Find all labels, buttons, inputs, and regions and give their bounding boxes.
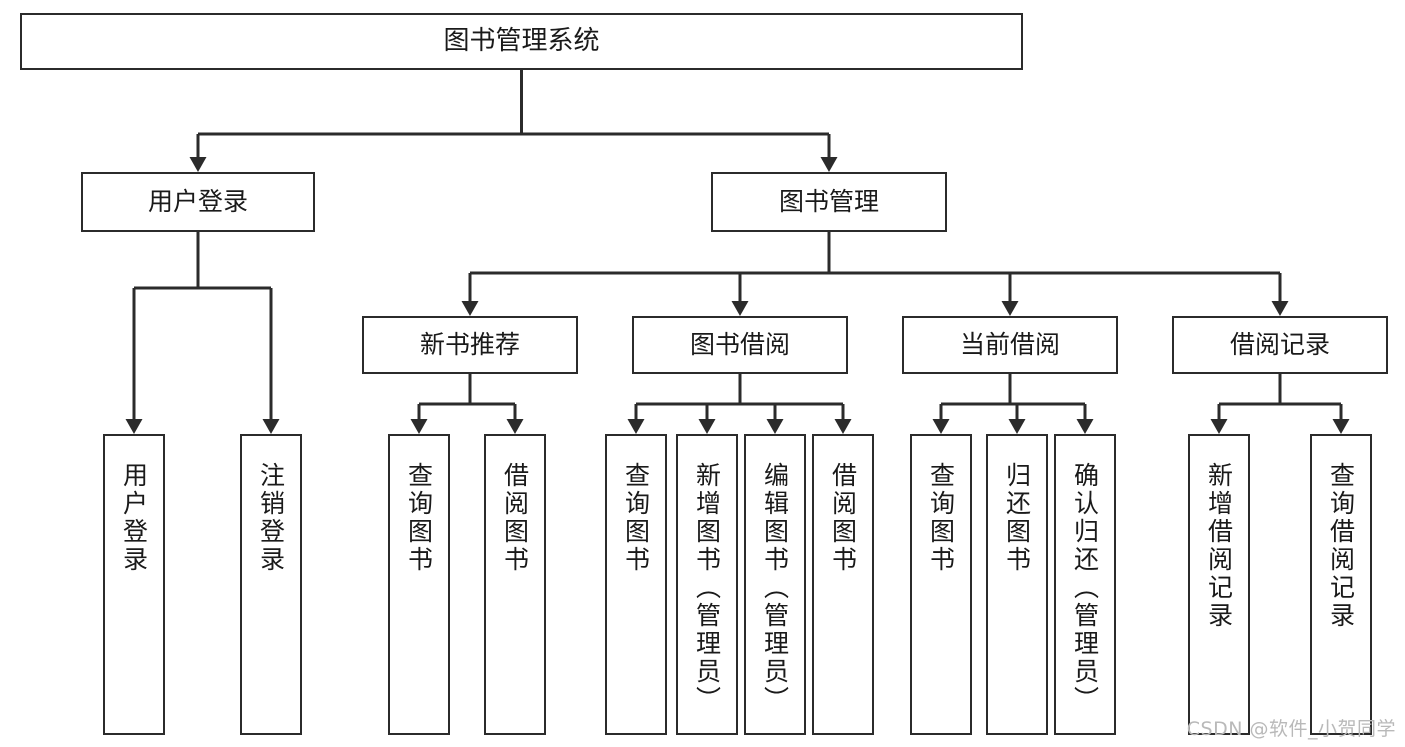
node-label: 查询图书 bbox=[404, 462, 434, 574]
node-leaf-logout[interactable]: 注销登录 bbox=[240, 434, 302, 735]
node-label: 注销登录 bbox=[256, 462, 286, 574]
node-label: 借阅记录 bbox=[1229, 330, 1330, 360]
node-label: 确认归还（管理员） bbox=[1070, 462, 1100, 714]
node-label: 新增借阅记录 bbox=[1204, 462, 1234, 630]
node-leaf-query-book-3[interactable]: 查询图书 bbox=[910, 434, 972, 735]
node-leaf-confirm-return[interactable]: 确认归还（管理员） bbox=[1054, 434, 1116, 735]
node-book-borrow[interactable]: 图书借阅 bbox=[632, 316, 848, 374]
node-book-management[interactable]: 图书管理 bbox=[711, 172, 947, 232]
node-label: 借阅图书 bbox=[828, 462, 858, 574]
node-leaf-add-book[interactable]: 新增图书（管理员） bbox=[676, 434, 738, 735]
node-label: 查询借阅记录 bbox=[1326, 462, 1356, 630]
node-user-login[interactable]: 用户登录 bbox=[81, 172, 315, 232]
node-leaf-user-login[interactable]: 用户登录 bbox=[103, 434, 165, 735]
node-label: 借阅图书 bbox=[500, 462, 530, 574]
node-label: 图书管理 bbox=[778, 187, 879, 217]
node-leaf-query-book-2[interactable]: 查询图书 bbox=[605, 434, 667, 735]
node-borrow-record[interactable]: 借阅记录 bbox=[1172, 316, 1388, 374]
node-label: 用户登录 bbox=[119, 462, 149, 574]
node-leaf-query-borrow-record[interactable]: 查询借阅记录 bbox=[1310, 434, 1372, 735]
node-leaf-return-book[interactable]: 归还图书 bbox=[986, 434, 1048, 735]
node-label: 编辑图书（管理员） bbox=[760, 462, 790, 714]
node-new-book-recommendation[interactable]: 新书推荐 bbox=[362, 316, 578, 374]
node-label: 查询图书 bbox=[926, 462, 956, 574]
node-label: 归还图书 bbox=[1002, 462, 1032, 574]
node-leaf-borrow-book-1[interactable]: 借阅图书 bbox=[484, 434, 546, 735]
node-label: 新增图书（管理员） bbox=[692, 462, 722, 714]
node-current-borrow[interactable]: 当前借阅 bbox=[902, 316, 1118, 374]
watermark: CSDN @软件_小贺同学 bbox=[1186, 718, 1396, 740]
node-leaf-query-book-1[interactable]: 查询图书 bbox=[388, 434, 450, 735]
node-label: 图书借阅 bbox=[689, 330, 790, 360]
node-label: 查询图书 bbox=[621, 462, 651, 574]
node-label: 图书管理系统 bbox=[443, 26, 600, 57]
node-leaf-edit-book[interactable]: 编辑图书（管理员） bbox=[744, 434, 806, 735]
node-label: 新书推荐 bbox=[419, 330, 520, 360]
node-leaf-borrow-book-2[interactable]: 借阅图书 bbox=[812, 434, 874, 735]
node-root-system[interactable]: 图书管理系统 bbox=[20, 13, 1023, 70]
node-label: 当前借阅 bbox=[959, 330, 1060, 360]
node-leaf-add-borrow-record[interactable]: 新增借阅记录 bbox=[1188, 434, 1250, 735]
node-label: 用户登录 bbox=[147, 187, 248, 217]
